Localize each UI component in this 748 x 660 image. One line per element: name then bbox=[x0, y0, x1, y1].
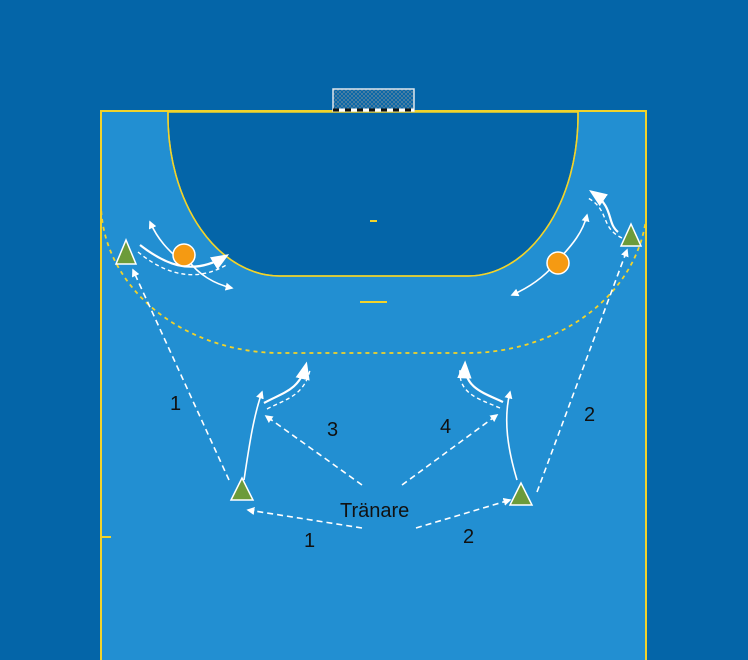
dribble-left-wing bbox=[139, 244, 230, 270]
pass-coach-right bbox=[415, 497, 512, 529]
circle-player-icon bbox=[546, 251, 570, 275]
triangle-player-icon bbox=[508, 481, 534, 506]
goal-net-icon bbox=[332, 88, 415, 112]
run-right-forward bbox=[504, 390, 518, 481]
triangle-player-icon bbox=[619, 222, 643, 247]
pass-label-left-bottom: 1 bbox=[304, 530, 315, 552]
pass-label-right-bottom: 2 bbox=[463, 526, 474, 548]
pass-right-up bbox=[536, 248, 629, 493]
circle-player-icon bbox=[172, 243, 196, 267]
dribble-right-curve bbox=[457, 360, 504, 403]
goal-area bbox=[167, 111, 579, 277]
free-throw-line bbox=[101, 202, 646, 354]
triangle-player-icon bbox=[229, 476, 255, 501]
dribble-left-curve bbox=[263, 361, 310, 404]
pass-label-left-top: 1 bbox=[170, 393, 181, 415]
run-label-4: 4 bbox=[440, 416, 451, 438]
run-label-3: 3 bbox=[327, 419, 338, 441]
pass-left-up bbox=[132, 268, 230, 481]
dribble-right-wing bbox=[589, 189, 619, 233]
coach-label: Tränare bbox=[340, 500, 409, 522]
run-left-forward bbox=[243, 390, 264, 481]
triangle-player-icon bbox=[114, 238, 138, 265]
pass-label-right-top: 2 bbox=[584, 404, 595, 426]
